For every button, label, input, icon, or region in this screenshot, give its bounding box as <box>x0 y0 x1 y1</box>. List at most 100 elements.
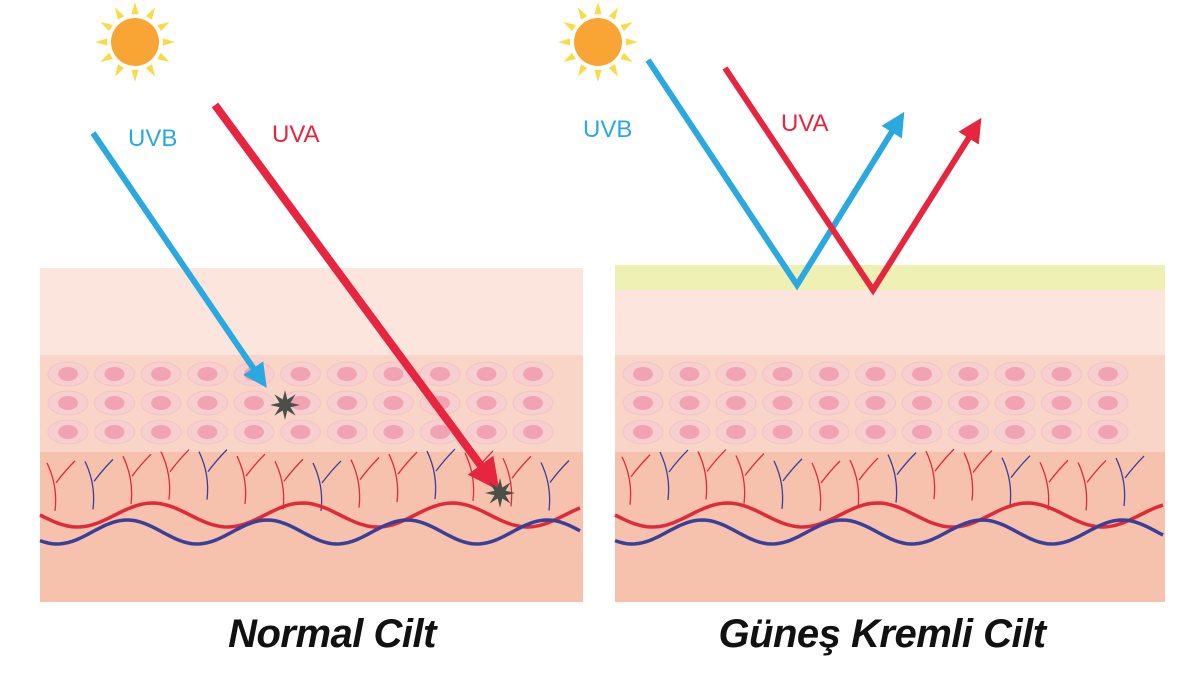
sun-ray <box>95 38 108 46</box>
sun-ray <box>625 38 638 46</box>
sun-ray <box>157 52 170 62</box>
cell-nucleus <box>337 425 357 439</box>
uva-label-right: UVA <box>781 110 829 137</box>
vein-line <box>39 518 581 546</box>
capillary-artery <box>963 450 993 501</box>
cell-nucleus <box>58 425 78 439</box>
cell-nucleus <box>679 425 700 439</box>
cell-nucleus <box>523 396 543 410</box>
capillary-vein <box>659 449 689 501</box>
cell-nucleus <box>958 367 979 381</box>
capillary-artery <box>621 454 651 505</box>
cell-nucleus <box>476 396 497 410</box>
cell-nucleus <box>290 425 311 439</box>
sun-icon-right <box>558 2 638 82</box>
sun-ray <box>563 52 576 62</box>
sun-ray <box>115 64 125 77</box>
capillary-vein <box>84 458 114 510</box>
sun-ray <box>594 2 602 15</box>
artery-line <box>39 501 581 529</box>
cell-nucleus <box>1051 425 1072 439</box>
capillary-artery <box>350 457 380 508</box>
uva-arrow-reflected <box>722 66 982 296</box>
cell-nucleus <box>523 425 543 439</box>
sun-ray <box>100 22 113 32</box>
cell-nucleus <box>958 396 979 410</box>
cell-nucleus <box>726 425 746 439</box>
capillary-artery <box>160 449 190 500</box>
cell-nucleus <box>1098 396 1118 410</box>
capillary-artery <box>925 448 955 500</box>
cell-nucleus <box>383 425 404 439</box>
cell-nucleus <box>244 396 264 410</box>
uvb-damage-icon <box>270 390 300 420</box>
title-normal-skin: Normal Cilt <box>228 612 436 656</box>
capillary-vein <box>887 452 917 503</box>
sun-ray <box>594 69 602 82</box>
sun-disc <box>574 18 622 66</box>
sun-ray <box>620 52 633 62</box>
capillary-artery <box>849 457 879 509</box>
uvb-arrow-reflected <box>645 58 905 291</box>
cell-nucleus <box>1098 425 1118 439</box>
cell-nucleus <box>1051 396 1072 410</box>
sunscreen-layer <box>615 265 1165 291</box>
cell-nucleus <box>430 367 450 381</box>
epidermis-top-layer <box>615 290 1165 355</box>
cell-nucleus <box>104 425 125 439</box>
cell-nucleus <box>523 367 543 381</box>
artery-line <box>614 501 1164 529</box>
cell-nucleus <box>197 367 218 381</box>
cell-nucleus <box>476 425 497 439</box>
sun-ray <box>115 7 125 20</box>
cell-nucleus <box>726 396 746 410</box>
cell-nucleus <box>1098 367 1118 381</box>
capillary-vein <box>1001 455 1031 506</box>
uvb-label-left: UVB <box>128 125 177 152</box>
cell-nucleus <box>290 367 311 381</box>
dermis-layer <box>40 452 583 602</box>
cell-nucleus <box>1005 367 1025 381</box>
capillary-artery <box>697 448 727 500</box>
vein-line <box>614 518 1164 546</box>
capillary-artery <box>236 453 266 505</box>
cell-nucleus <box>865 396 886 410</box>
capillary-vein <box>1115 455 1145 507</box>
capillary-artery <box>811 460 841 512</box>
sun-ray <box>131 69 139 82</box>
cell-nucleus <box>383 367 404 381</box>
uva-damage-icon <box>485 478 515 508</box>
cell-nucleus <box>819 396 839 410</box>
capillary-vein <box>773 458 803 509</box>
cell-nucleus <box>633 396 653 410</box>
cell-nucleus <box>476 367 497 381</box>
cell-nucleus <box>151 425 171 439</box>
cell-nucleus <box>679 367 700 381</box>
cell-nucleus <box>430 425 450 439</box>
cell-nucleus <box>912 367 932 381</box>
capillary-artery <box>46 460 76 511</box>
cell-nucleus <box>58 396 78 410</box>
sun-ray <box>558 38 571 46</box>
cell-nucleus <box>104 396 125 410</box>
capillary-vein <box>540 460 570 511</box>
capillary-vein <box>426 448 456 500</box>
sun-icon-left <box>95 2 175 82</box>
cell-nucleus <box>383 396 404 410</box>
cell-nucleus <box>337 396 357 410</box>
cell-nucleus <box>151 367 171 381</box>
epidermis-top-layer <box>40 268 583 355</box>
sun-ray <box>578 64 588 77</box>
cell-nucleus <box>865 425 886 439</box>
cell-nucleus <box>197 425 218 439</box>
cell-nucleus <box>1005 425 1025 439</box>
cell-nucleus <box>1051 367 1072 381</box>
cell-nucleus <box>958 425 979 439</box>
sun-ray <box>131 2 139 15</box>
uvb-arrow-left <box>90 131 267 388</box>
sun-ray <box>608 7 618 20</box>
capillary-artery <box>388 451 418 503</box>
uva-label-left: UVA <box>272 121 320 148</box>
